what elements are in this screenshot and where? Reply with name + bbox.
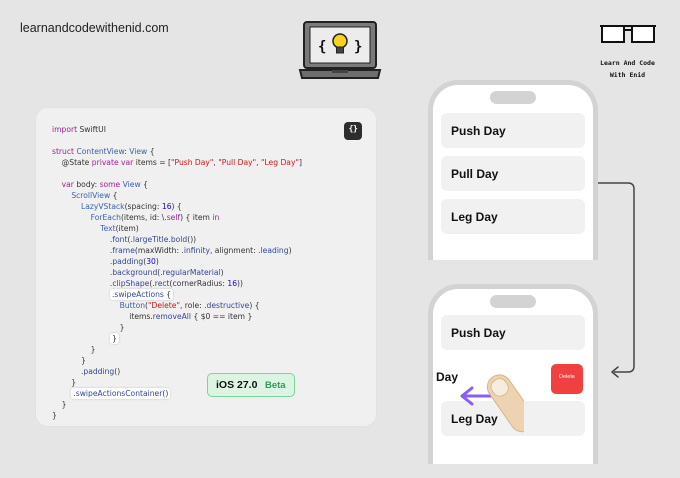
code-line: .background(.regularMaterial) xyxy=(52,268,224,277)
badge-version: iOS 27.0 xyxy=(216,379,258,391)
brand-line-2: With Enid xyxy=(609,71,646,79)
copy-code-button[interactable]: {} xyxy=(344,122,362,140)
phone-mockup-before: Push Day Pull Day Leg Day xyxy=(428,80,598,260)
dynamic-island xyxy=(490,295,536,308)
code-line: .frame(maxWidth: .infinity, alignment: .… xyxy=(52,246,292,255)
lightbulb-code-icon: { } xyxy=(298,21,382,79)
list-item-label: Push Day xyxy=(451,326,506,340)
code-line: .clipShape(.rect(cornerRadius: 16)) xyxy=(52,279,243,288)
swipe-gesture-icon xyxy=(460,374,524,433)
code-line: struct ContentView: View { xyxy=(52,147,155,156)
site-url[interactable]: learnandcodewithenid.com xyxy=(20,21,169,35)
code-line: .padding(30) xyxy=(52,257,159,266)
code-line: } xyxy=(52,356,86,365)
code-line: } xyxy=(52,400,67,409)
flow-arrow-icon xyxy=(598,182,635,378)
code-line: } xyxy=(52,378,77,387)
code-line: var body: some View { xyxy=(61,180,148,189)
delete-label: Delete xyxy=(559,374,575,380)
code-line: } xyxy=(52,411,57,420)
list-item[interactable]: Push Day xyxy=(441,315,585,350)
code-line: Button("Delete", role: .destructive) { xyxy=(119,301,260,310)
code-line: items.removeAll { $0 == item } xyxy=(52,312,253,321)
list-item[interactable]: Pull Day xyxy=(441,156,585,191)
glasses-icon xyxy=(600,25,656,43)
code-line: ScrollView { xyxy=(71,191,118,200)
code-line: } xyxy=(109,333,119,344)
code-line: ForEach(items, id: \.self) { item in xyxy=(90,213,220,222)
code-line: .padding() xyxy=(52,367,121,376)
code-line: LazyVStack(spacing: 16) { xyxy=(80,202,182,211)
code-line: .font(.largeTitle.bold()) xyxy=(52,235,197,244)
dynamic-island xyxy=(490,91,536,104)
ios-version-badge: iOS 27.0 Beta xyxy=(207,373,295,397)
svg-text:}: } xyxy=(354,39,362,55)
code-line: .swipeActions { xyxy=(109,289,174,300)
list-item-label: Leg Day xyxy=(451,412,498,426)
list-item-label: Leg Day xyxy=(451,210,498,224)
brand-name: Learn And Code With Enid xyxy=(585,57,670,81)
delete-button[interactable]: Delete xyxy=(551,364,583,394)
braces-icon: {} xyxy=(348,124,358,133)
list-item-label: Pull Day xyxy=(451,167,499,181)
code-snippet-card: {} import SwiftUI struct ContentView: Vi… xyxy=(36,108,376,426)
code-line: import SwiftUI xyxy=(52,125,106,134)
code-line: Text(item) xyxy=(100,224,139,233)
code-line: } xyxy=(52,345,96,354)
list-item[interactable]: Leg Day xyxy=(441,199,585,234)
code-line: .swipeActionsContainer() xyxy=(71,388,171,399)
svg-text:{: { xyxy=(318,39,326,55)
list-item[interactable]: Push Day xyxy=(441,113,585,148)
brand-line-1: Learn And Code xyxy=(600,59,655,67)
swiped-item-label: Day xyxy=(436,370,459,384)
swiped-list-item[interactable]: Day Delete xyxy=(433,358,593,398)
badge-beta-tag: Beta xyxy=(265,380,286,391)
code-line: } xyxy=(52,323,125,332)
list-item-label: Push Day xyxy=(451,124,506,138)
code-line: @State private var items = ["Push Day", … xyxy=(52,158,302,167)
